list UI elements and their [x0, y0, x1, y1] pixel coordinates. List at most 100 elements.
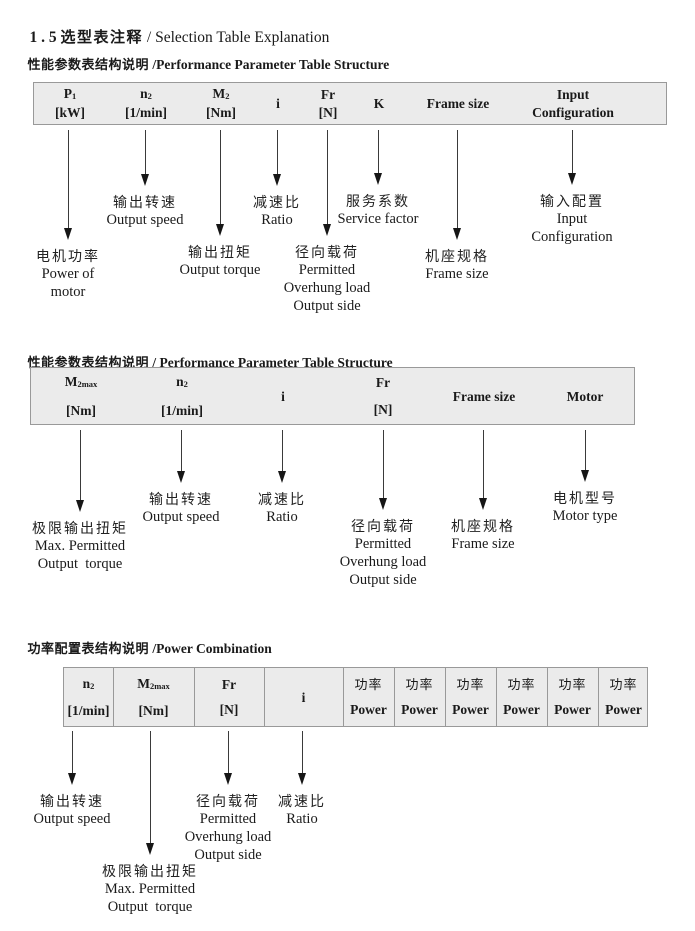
header-line: [Nm]	[206, 105, 236, 120]
down-arrow-icon	[140, 174, 149, 186]
down-arrow-line	[327, 130, 328, 224]
label-line-en: Configuration	[531, 229, 613, 245]
label-line-en: Frame size	[451, 536, 515, 552]
column-header-m2max: M2max[Nm]	[137, 668, 170, 726]
section-heading-en: / Performance Parameter Table Structure	[149, 355, 393, 370]
down-arrow-icon	[478, 498, 487, 510]
down-arrow-icon	[322, 224, 331, 236]
label-line-en: Output side	[293, 298, 361, 314]
column-header-frame-size: Frame size	[453, 368, 516, 424]
header-line: Fr	[221, 677, 237, 692]
label-line-en: Service factor	[337, 211, 419, 227]
page-title-en: Selection Table Explanation	[155, 29, 330, 46]
header-line: Fr	[375, 375, 391, 390]
down-arrow-icon	[63, 228, 72, 240]
page-title-separator: /	[143, 29, 156, 46]
label-line-zh: 径向载荷	[294, 244, 359, 260]
section-heading-performance-1: 性能参数表结构说明 /Performance Parameter Table S…	[14, 38, 390, 89]
header-line: [1/min]	[125, 105, 167, 120]
header-line: [Nm]	[66, 403, 96, 418]
down-arrow-line	[282, 430, 283, 471]
down-arrow-icon	[215, 224, 224, 236]
page-title-zh: 选型表注释	[60, 29, 144, 46]
page-title: 1 . 5 选型表注释 / Selection Table Explanatio…	[14, 8, 330, 65]
column-header-i: i	[302, 668, 306, 726]
section-heading-en: /Power Combination	[149, 641, 272, 656]
label-line-en: Output speed	[106, 212, 184, 228]
section-heading-power-combination: 功率配置表结构说明 /Power Combination	[14, 622, 272, 673]
down-arrow-icon	[223, 773, 232, 785]
label-line-en: Permitted	[199, 811, 257, 827]
column-divider	[598, 668, 599, 726]
header-line: K	[373, 95, 385, 111]
header-line: n2	[82, 676, 95, 691]
label-line-en: Ratio	[286, 811, 318, 827]
down-arrow-line	[383, 430, 384, 498]
header-line: n2	[140, 86, 152, 101]
down-arrow-line	[572, 130, 573, 173]
header-line: [1/min]	[67, 703, 110, 718]
down-arrow-icon	[277, 471, 286, 483]
down-arrow-line	[220, 130, 221, 224]
label-line-en: motor	[50, 284, 86, 300]
label-line-en: Output side	[349, 572, 417, 588]
section-heading-zh: 性能参数表结构说明	[27, 355, 150, 370]
column-header-fr: Fr[N]	[319, 83, 338, 124]
column-divider	[343, 668, 344, 726]
down-arrow-line	[181, 430, 182, 471]
down-arrow-icon	[580, 470, 589, 482]
header-line: i	[281, 388, 285, 404]
column-header-p1: P1[kW]	[55, 83, 85, 124]
header-line: [N]	[373, 402, 393, 417]
label-line-zh: 输出转速	[148, 491, 213, 507]
label-line-en: Overhung load	[283, 280, 371, 296]
down-arrow-line	[150, 731, 151, 843]
down-arrow-icon	[67, 773, 76, 785]
label-line-zh: 电机型号	[553, 490, 617, 506]
label-line-zh: 极限输出扭矩	[32, 520, 128, 536]
column-divider	[264, 668, 265, 726]
label-line-en: Overhung load	[339, 554, 427, 570]
down-arrow-line	[277, 130, 278, 174]
header-line: [Nm]	[138, 703, 169, 718]
down-arrow-icon	[145, 843, 154, 855]
label-line-en: Permitted	[354, 536, 412, 552]
label-line-en: Overhung load	[184, 829, 272, 845]
label-line-en: Output speed	[33, 811, 111, 827]
label-line-en: Input	[556, 211, 588, 227]
label-line-zh: 减速比	[258, 491, 306, 507]
label-line-zh: 减速比	[253, 194, 301, 210]
label-line-zh: 极限输出扭矩	[102, 863, 198, 879]
header-line: Fr	[320, 86, 336, 102]
down-arrow-icon	[452, 228, 461, 240]
label-line-zh: 减速比	[278, 793, 326, 809]
header-line: i	[276, 95, 280, 111]
column-header-fr: Fr [N]	[374, 368, 393, 424]
column-header-n2: n2 [1/min]	[125, 83, 167, 124]
column-header-m2: M2[Nm]	[206, 83, 236, 124]
down-arrow-icon	[75, 500, 84, 512]
down-arrow-icon	[567, 173, 576, 185]
header-line: 功率	[507, 677, 536, 692]
column-header-i: i	[276, 83, 280, 124]
column-header-frame-size: Frame size	[427, 83, 490, 124]
label-line-en: Output speed	[142, 509, 220, 525]
label-line-en: Output torque	[179, 262, 261, 278]
column-divider	[547, 668, 548, 726]
